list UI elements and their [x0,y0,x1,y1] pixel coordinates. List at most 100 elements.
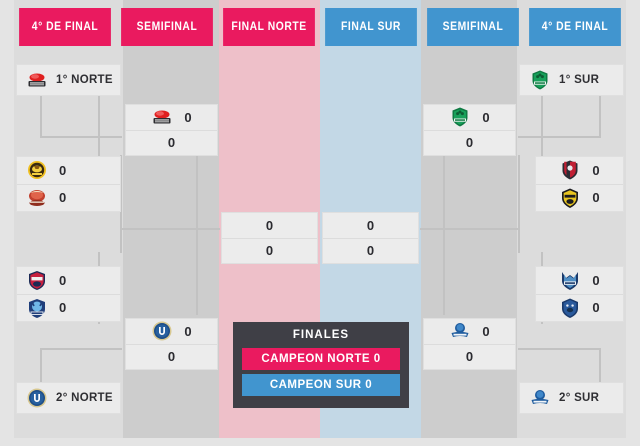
match-sur-qf2[interactable]: 0 0 [535,156,624,212]
score: 0 [366,243,375,259]
connector-norte-sf1 [120,155,122,253]
match-slot[interactable]: 0 [222,213,317,238]
connector-sur-sf1 [518,155,520,253]
connector-sur-qf1-h [518,136,600,138]
connector-norte-qf2 [98,96,100,166]
match-slot[interactable]: 0 [424,343,515,369]
match-sur-qf4[interactable]: 2° SUR [519,382,624,414]
match-slot[interactable]: 0 [424,129,515,155]
champion-sur-badge[interactable]: CAMPEON SUR 0 [242,374,400,396]
match-slot[interactable]: 0 [323,237,418,263]
score: 0 [265,243,274,259]
match-sur-qf1[interactable]: 1° SUR [519,64,624,96]
score: 0 [167,135,176,151]
connector-sur-qf4 [599,348,601,390]
score: 0 [465,135,474,151]
score: 0 [366,217,375,233]
score: 0 [592,300,600,316]
header-qf-sur: 4° DE FINAL [529,8,621,46]
connector-norte-qf4-h [40,348,122,350]
match-sur-sf2[interactable]: 0 0 [423,318,516,370]
crest-redstripe-icon [559,159,581,181]
match-slot[interactable]: 0 [536,157,623,184]
match-slot[interactable]: 0 [536,293,623,321]
match-slot[interactable]: 0 [222,237,317,263]
match-slot[interactable]: 0 [17,267,120,294]
connector-sur-sf1b [443,155,445,315]
crest-gold-icon [559,187,581,209]
match-norte-qf2[interactable]: 0 0 [16,156,121,212]
match-slot[interactable]: 1° NORTE [17,65,120,95]
connector-sur-qf2 [541,96,543,166]
match-final-norte[interactable]: 0 0 [221,212,318,264]
team-name: 1° NORTE [56,74,113,86]
connector-sur-sf1-h [420,228,520,230]
crest-borregos-icon [529,387,551,409]
match-norte-sf1[interactable]: 0 0 [125,104,218,156]
connector-sur-qf4-h [518,348,600,350]
score: 0 [482,109,490,125]
match-norte-sf2[interactable]: 0 0 [125,318,218,370]
connector-norte-qf1-h [40,136,122,138]
header-qf-norte: 4° DE FINAL [19,8,111,46]
match-slot[interactable]: 0 [536,183,623,211]
match-slot[interactable]: 0 [17,183,120,211]
header-final-norte: FINAL NORTE [223,8,315,46]
match-slot[interactable]: 0 [126,343,217,369]
match-slot[interactable]: 2° NORTE [17,383,120,413]
score: 0 [184,109,192,125]
match-slot[interactable]: 1° SUR [520,65,623,95]
band-sf-norte [123,0,219,438]
score: 0 [465,349,474,365]
champion-norte-badge[interactable]: CAMPEON NORTE 0 [242,348,400,370]
crest-bluebear-icon [559,297,581,319]
team-name: 1° SUR [559,74,600,86]
match-slot[interactable]: 0 [126,319,217,344]
connector-norte-sf1b [196,155,198,315]
match-slot[interactable]: 0 [17,293,120,321]
crest-america-icon [151,106,173,128]
match-slot[interactable]: 0 [536,267,623,294]
finals-panel: FINALES CAMPEON NORTE 0 CAMPEON SUR 0 [233,322,409,408]
team-name: 2° NORTE [56,392,113,404]
connector-norte-sf1-h [120,228,220,230]
crest-green-icon [529,69,551,91]
connector-norte-qf1 [40,96,42,138]
score: 0 [167,349,176,365]
match-norte-qf3[interactable]: 0 0 [16,266,121,322]
round-headers: 4° DE FINAL SEMIFINAL FINAL NORTE FINAL … [14,8,626,46]
match-sur-qf3[interactable]: 0 0 [535,266,624,322]
match-slot[interactable]: 0 [323,213,418,238]
score: 0 [184,323,192,339]
connector-norte-qf4 [40,348,42,390]
score: 0 [59,272,67,288]
match-final-sur[interactable]: 0 0 [322,212,419,264]
header-sf-sur: SEMIFINAL [427,8,519,46]
header-final-sur: FINAL SUR [325,8,417,46]
match-sur-sf1[interactable]: 0 0 [423,104,516,156]
match-norte-qf4[interactable]: 2° NORTE [16,382,121,414]
match-norte-qf1[interactable]: 1° NORTE [16,64,121,96]
crest-wildcats-icon [26,297,48,319]
score: 0 [482,323,490,339]
crest-borregos-icon [449,320,471,342]
crest-u-icon [26,387,48,409]
match-slot[interactable]: 0 [126,105,217,130]
match-slot[interactable]: 0 [17,157,120,184]
crest-comecacos-icon [26,187,48,209]
finals-title: FINALES [292,329,350,341]
score: 0 [59,190,67,206]
score: 0 [592,162,600,178]
connector-sur-qf1 [599,96,601,138]
match-slot[interactable]: 0 [424,105,515,130]
band-sf-sur [421,0,517,438]
crest-u-icon [151,320,173,342]
score: 0 [59,300,67,316]
crest-green-icon [449,106,471,128]
match-slot[interactable]: 0 [126,129,217,155]
crest-lobos-icon [26,159,48,181]
match-slot[interactable]: 0 [424,319,515,344]
crest-america-icon [26,69,48,91]
match-slot[interactable]: 2° SUR [520,383,623,413]
